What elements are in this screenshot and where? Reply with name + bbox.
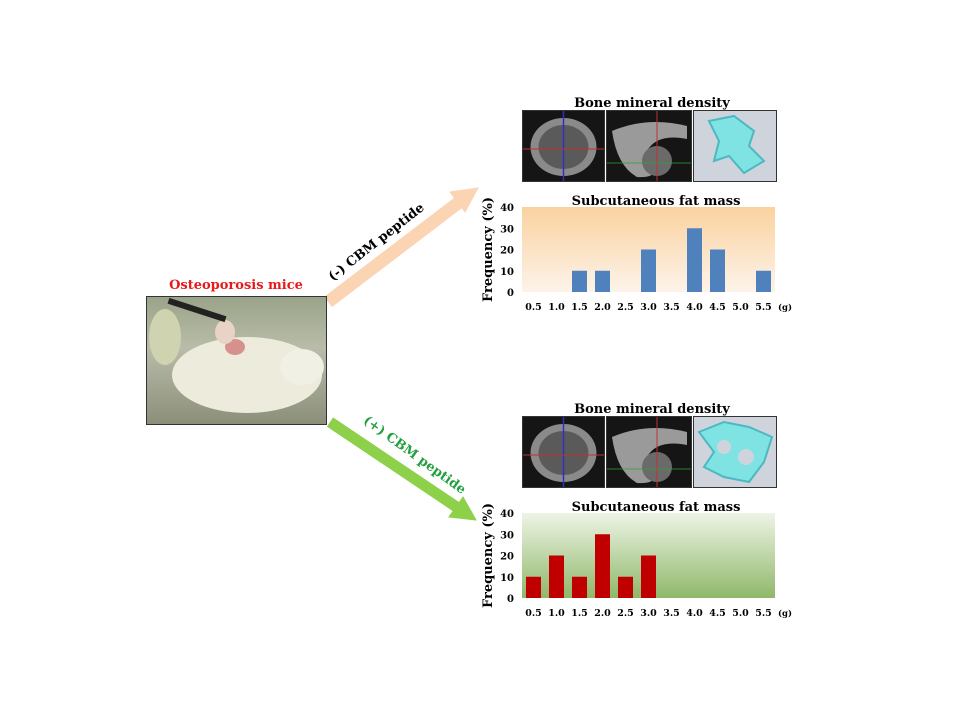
y-tick-label: 20 xyxy=(500,552,514,563)
bar-2.0 xyxy=(595,270,610,292)
x-tick-label: 1.0 xyxy=(548,302,565,313)
x-tick-label: 5.0 xyxy=(732,302,749,313)
y-tick-label: 0 xyxy=(507,288,514,299)
x-tick-label: 3.5 xyxy=(663,302,680,313)
y-tick-label: 0 xyxy=(507,594,514,605)
fat-mass-chart: Subcutaneous fat mass Frequency (%) 0 10 20 3… xyxy=(481,194,792,313)
x-tick-label: 4.0 xyxy=(686,302,703,313)
bar-1.0 xyxy=(549,555,564,598)
mouse-illustration xyxy=(149,297,324,413)
bmd-title: Bone mineral density xyxy=(574,96,730,111)
fat-mass-chart: Subcutaneous fat mass Frequency (%) 0 10 20 3… xyxy=(481,500,792,619)
bar-5.5 xyxy=(756,270,771,292)
x-tick-label: 4.0 xyxy=(686,608,703,619)
bone-3d-render-image xyxy=(693,416,777,488)
x-tick-label: 4.5 xyxy=(709,608,726,619)
bar-4.5 xyxy=(710,249,725,292)
y-tick-label: 30 xyxy=(500,530,514,541)
x-tick-label: 1.5 xyxy=(571,608,588,619)
bar-4.0 xyxy=(687,228,702,292)
x-tick-label: 5.0 xyxy=(732,608,749,619)
bar-3.0 xyxy=(641,555,656,598)
chart-title: Subcutaneous fat mass xyxy=(572,194,741,209)
x-tick-label: 2.5 xyxy=(617,608,634,619)
y-tick-label: 10 xyxy=(500,573,514,584)
bar-2.5 xyxy=(618,576,633,598)
x-tick-label: 4.5 xyxy=(709,302,726,313)
mouse-title: Osteoporosis mice xyxy=(169,278,303,293)
y-tick-label: 10 xyxy=(500,267,514,278)
x-unit-label: (g) xyxy=(778,608,792,619)
bar-0.5 xyxy=(526,576,541,598)
bar-1.5 xyxy=(572,576,587,598)
arrow-negative-cbm xyxy=(324,187,479,308)
bmd-title: Bone mineral density xyxy=(574,402,730,417)
ct-sagittal-image xyxy=(606,110,692,182)
y-tick-label: 20 xyxy=(500,246,514,257)
arrow-positive-cbm xyxy=(326,417,477,521)
x-tick-label: 5.5 xyxy=(755,302,772,313)
x-tick-label: 2.0 xyxy=(594,302,611,313)
x-tick-label: 0.5 xyxy=(525,608,542,619)
chart-title: Subcutaneous fat mass xyxy=(572,500,741,515)
x-tick-label: 0.5 xyxy=(525,302,542,313)
bar-1.5 xyxy=(572,270,587,292)
y-axis-label: Frequency (%) xyxy=(481,503,496,608)
y-tick-label: 40 xyxy=(500,509,514,520)
osteoporosis-mouse-photo xyxy=(146,296,327,425)
bone-3d-render-image xyxy=(693,110,777,182)
x-tick-label: 3.5 xyxy=(663,608,680,619)
bar-3.0 xyxy=(641,249,656,292)
ct-axial-image xyxy=(522,110,605,182)
x-tick-label: 1.0 xyxy=(548,608,565,619)
y-tick-label: 40 xyxy=(500,203,514,214)
x-tick-label: 2.0 xyxy=(594,608,611,619)
x-tick-label: 3.0 xyxy=(640,302,657,313)
bar-2.0 xyxy=(595,534,610,598)
x-tick-label: 3.0 xyxy=(640,608,657,619)
ct-sagittal-image xyxy=(606,416,692,488)
ct-axial-image xyxy=(522,416,605,488)
x-tick-label: 1.5 xyxy=(571,302,588,313)
x-unit-label: (g) xyxy=(778,302,792,313)
x-tick-label: 2.5 xyxy=(617,302,634,313)
y-axis-label: Frequency (%) xyxy=(481,197,496,302)
x-tick-label: 5.5 xyxy=(755,608,772,619)
y-tick-label: 30 xyxy=(500,224,514,235)
